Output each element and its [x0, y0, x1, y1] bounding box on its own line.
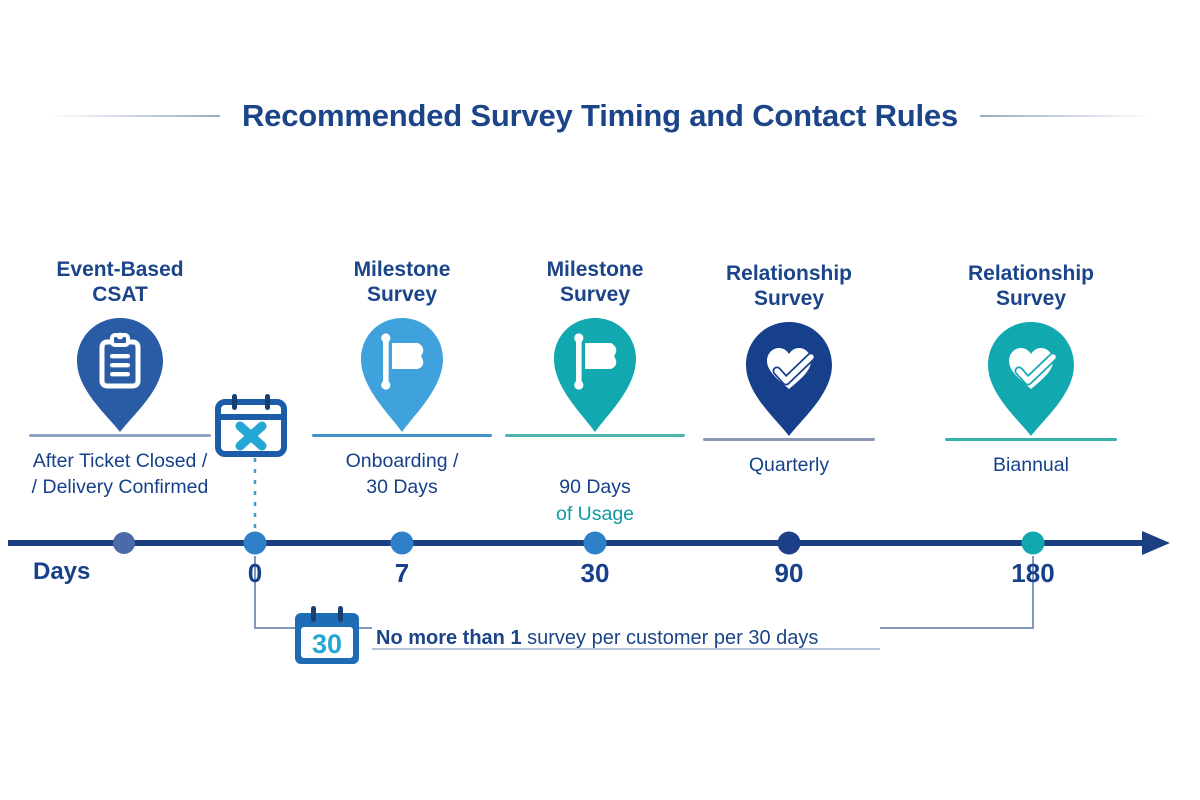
timeline-item-milestone-90-days[interactable]: Milestone Survey 90 Days of Usage — [503, 258, 687, 527]
heart-check-pin-icon — [692, 320, 886, 438]
flag-pin-icon — [308, 316, 496, 434]
item-description-accent: of Usage — [555, 502, 635, 525]
callout-underline — [372, 648, 880, 650]
callout-text-rest: survey per customer per 30 days — [521, 627, 819, 649]
clipboard-pin-icon — [10, 316, 230, 434]
item-underline — [29, 433, 211, 437]
item-underline — [505, 433, 685, 437]
item-heading: Relationship Survey — [725, 262, 852, 310]
item-heading: Event-Based CSAT — [56, 258, 184, 306]
item-description: Onboarding / 30 Days — [345, 449, 459, 499]
page-header: Recommended Survey Timing and Contact Ru… — [0, 92, 1200, 140]
flag-pin-icon — [503, 316, 687, 434]
item-underline — [945, 437, 1117, 441]
item-description: 90 Days of Usage — [503, 448, 687, 528]
calendar-x-icon — [214, 393, 288, 457]
item-heading: Milestone Survey — [353, 258, 451, 306]
heart-check-pin-icon — [934, 320, 1128, 438]
timeline-item-relationship-quarterly[interactable]: Relationship Survey Quarterly — [692, 262, 886, 478]
frequency-cap-callout: 30 No more than 1 survey per customer pe… — [292, 605, 818, 672]
item-description: After Ticket Closed / / Delivery Confirm… — [31, 449, 209, 499]
title-rule-right — [980, 115, 1153, 117]
title-rule-left — [47, 115, 220, 117]
item-heading: Milestone Survey — [546, 258, 644, 306]
calendar-badge-number: 30 — [312, 629, 342, 659]
page-title: Recommended Survey Timing and Contact Ru… — [241, 98, 959, 133]
calendar-30-icon: 30 — [292, 605, 362, 672]
timeline-item-milestone-onboarding[interactable]: Milestone Survey Onboarding / 30 Days — [308, 258, 496, 501]
item-description: Quarterly — [748, 453, 830, 476]
item-description-line1: 90 Days — [559, 476, 631, 499]
item-heading: Relationship Survey — [967, 262, 1094, 310]
callout-text: No more than 1 survey per customer per 3… — [376, 627, 818, 650]
timeline-item-relationship-biannual[interactable]: Relationship Survey Biannual — [934, 262, 1128, 478]
item-underline — [312, 433, 492, 437]
timeline-item-event-based-csat[interactable]: Event-Based CSAT After Ticket Closed / /… — [10, 258, 230, 501]
callout-text-bold: No more than 1 — [376, 627, 522, 649]
item-underline — [703, 437, 875, 441]
item-description: Biannual — [993, 453, 1069, 476]
